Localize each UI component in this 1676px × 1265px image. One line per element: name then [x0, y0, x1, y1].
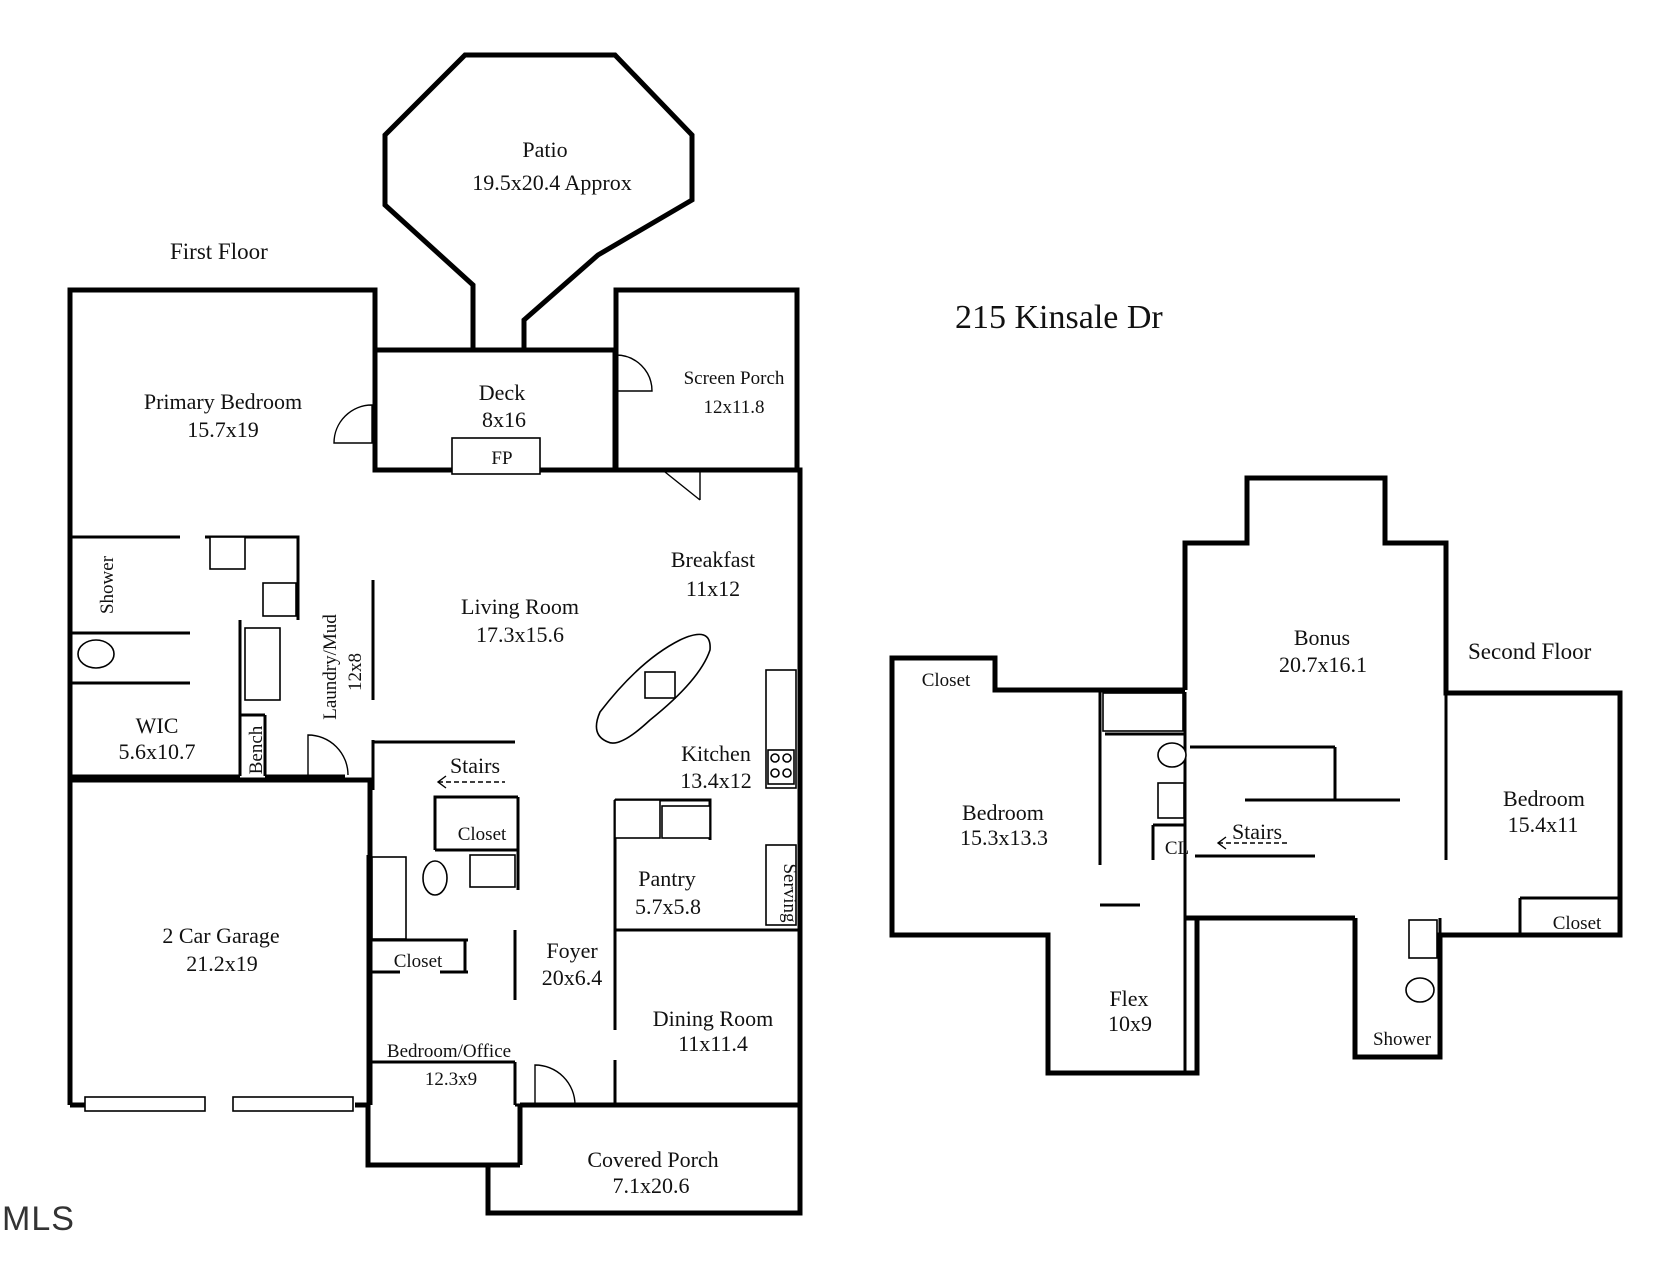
kitchen-dim: 13.4x12 [680, 768, 752, 793]
kitchen-label: Kitchen [681, 741, 751, 766]
laundry-dim: 12x8 [345, 653, 366, 691]
laundry-label: Laundry/Mud [320, 614, 341, 720]
bonus-label: Bonus [1294, 625, 1350, 650]
address-title: 215 Kinsale Dr [955, 299, 1163, 336]
primary-bedroom-dim: 15.7x19 [187, 417, 259, 442]
primary-shower-label: Shower [97, 555, 118, 614]
second-stairs-label: Stairs [1232, 819, 1282, 844]
fireplace-label: FP [491, 448, 512, 469]
covered-porch-label: Covered Porch [587, 1147, 718, 1172]
dining-room-dim: 11x11.4 [678, 1031, 748, 1056]
living-room-dim: 17.3x15.6 [476, 622, 564, 647]
patio-dim: 19.5x20.4 Approx [472, 170, 632, 195]
bedroom-left-dim: 15.3x13.3 [960, 825, 1048, 850]
foyer-dim: 20x6.4 [542, 965, 603, 990]
first-floor-label: First Floor [170, 239, 268, 264]
foyer-label: Foyer [546, 938, 598, 963]
bedroom-office-dim: 12.3x9 [425, 1069, 477, 1090]
covered-porch-dim: 7.1x20.6 [613, 1173, 690, 1198]
first-floor-walls [67, 52, 803, 1216]
second-floor-walls [889, 475, 1623, 1076]
second-floor-fixtures [1102, 692, 1438, 1003]
second-floor-label: Second Floor [1468, 639, 1592, 664]
flex-dim: 10x9 [1108, 1011, 1152, 1036]
dining-room-label: Dining Room [653, 1006, 773, 1031]
bonus-dim: 20.7x16.1 [1279, 652, 1367, 677]
closet-lower-label: Closet [394, 951, 443, 972]
flex-label: Flex [1109, 986, 1148, 1011]
breakfast-label: Breakfast [671, 547, 755, 572]
bedroom-right-label: Bedroom [1503, 786, 1585, 811]
second-shower-label: Shower [1373, 1029, 1432, 1050]
living-room-label: Living Room [461, 594, 579, 619]
pantry-dim: 5.7x5.8 [635, 894, 701, 919]
screen-porch-dim: 12x11.8 [703, 397, 764, 418]
garage-dim: 21.2x19 [186, 951, 258, 976]
deck-dim: 8x16 [482, 407, 526, 432]
screen-porch-label: Screen Porch [684, 368, 785, 389]
first-floor-doors [307, 354, 701, 1106]
garage-label: 2 Car Garage [162, 923, 279, 948]
wic-dim: 5.6x10.7 [119, 739, 196, 764]
bench-label: Bench [246, 725, 267, 774]
wic-label: WIC [136, 713, 179, 738]
patio-label: Patio [522, 137, 567, 162]
mls-watermark: MLS [2, 1200, 75, 1238]
bedroom-office-label: Bedroom/Office [387, 1041, 511, 1062]
stairs-label: Stairs [450, 753, 500, 778]
bedroom-right-dim: 15.4x11 [1508, 812, 1579, 837]
deck-label: Deck [479, 380, 525, 405]
serving-label: Serving [779, 863, 800, 923]
cl-label: CL [1165, 838, 1189, 859]
pantry-label: Pantry [638, 866, 695, 891]
breakfast-dim: 11x12 [686, 576, 740, 601]
first-floor-fixtures [77, 536, 795, 940]
closet-right-label: Closet [1553, 913, 1602, 934]
primary-bedroom-label: Primary Bedroom [144, 389, 302, 414]
closet-upper-label: Closet [458, 824, 507, 845]
second-floor-labels: Closet Bonus 20.7x16.1 Bedroom 15.3x13.3… [922, 625, 1602, 1050]
first-floor-labels: Patio 19.5x20.4 Approx Deck 8x16 FP Scre… [97, 137, 800, 1198]
closet-left-label: Closet [922, 670, 971, 691]
bedroom-left-label: Bedroom [962, 800, 1044, 825]
